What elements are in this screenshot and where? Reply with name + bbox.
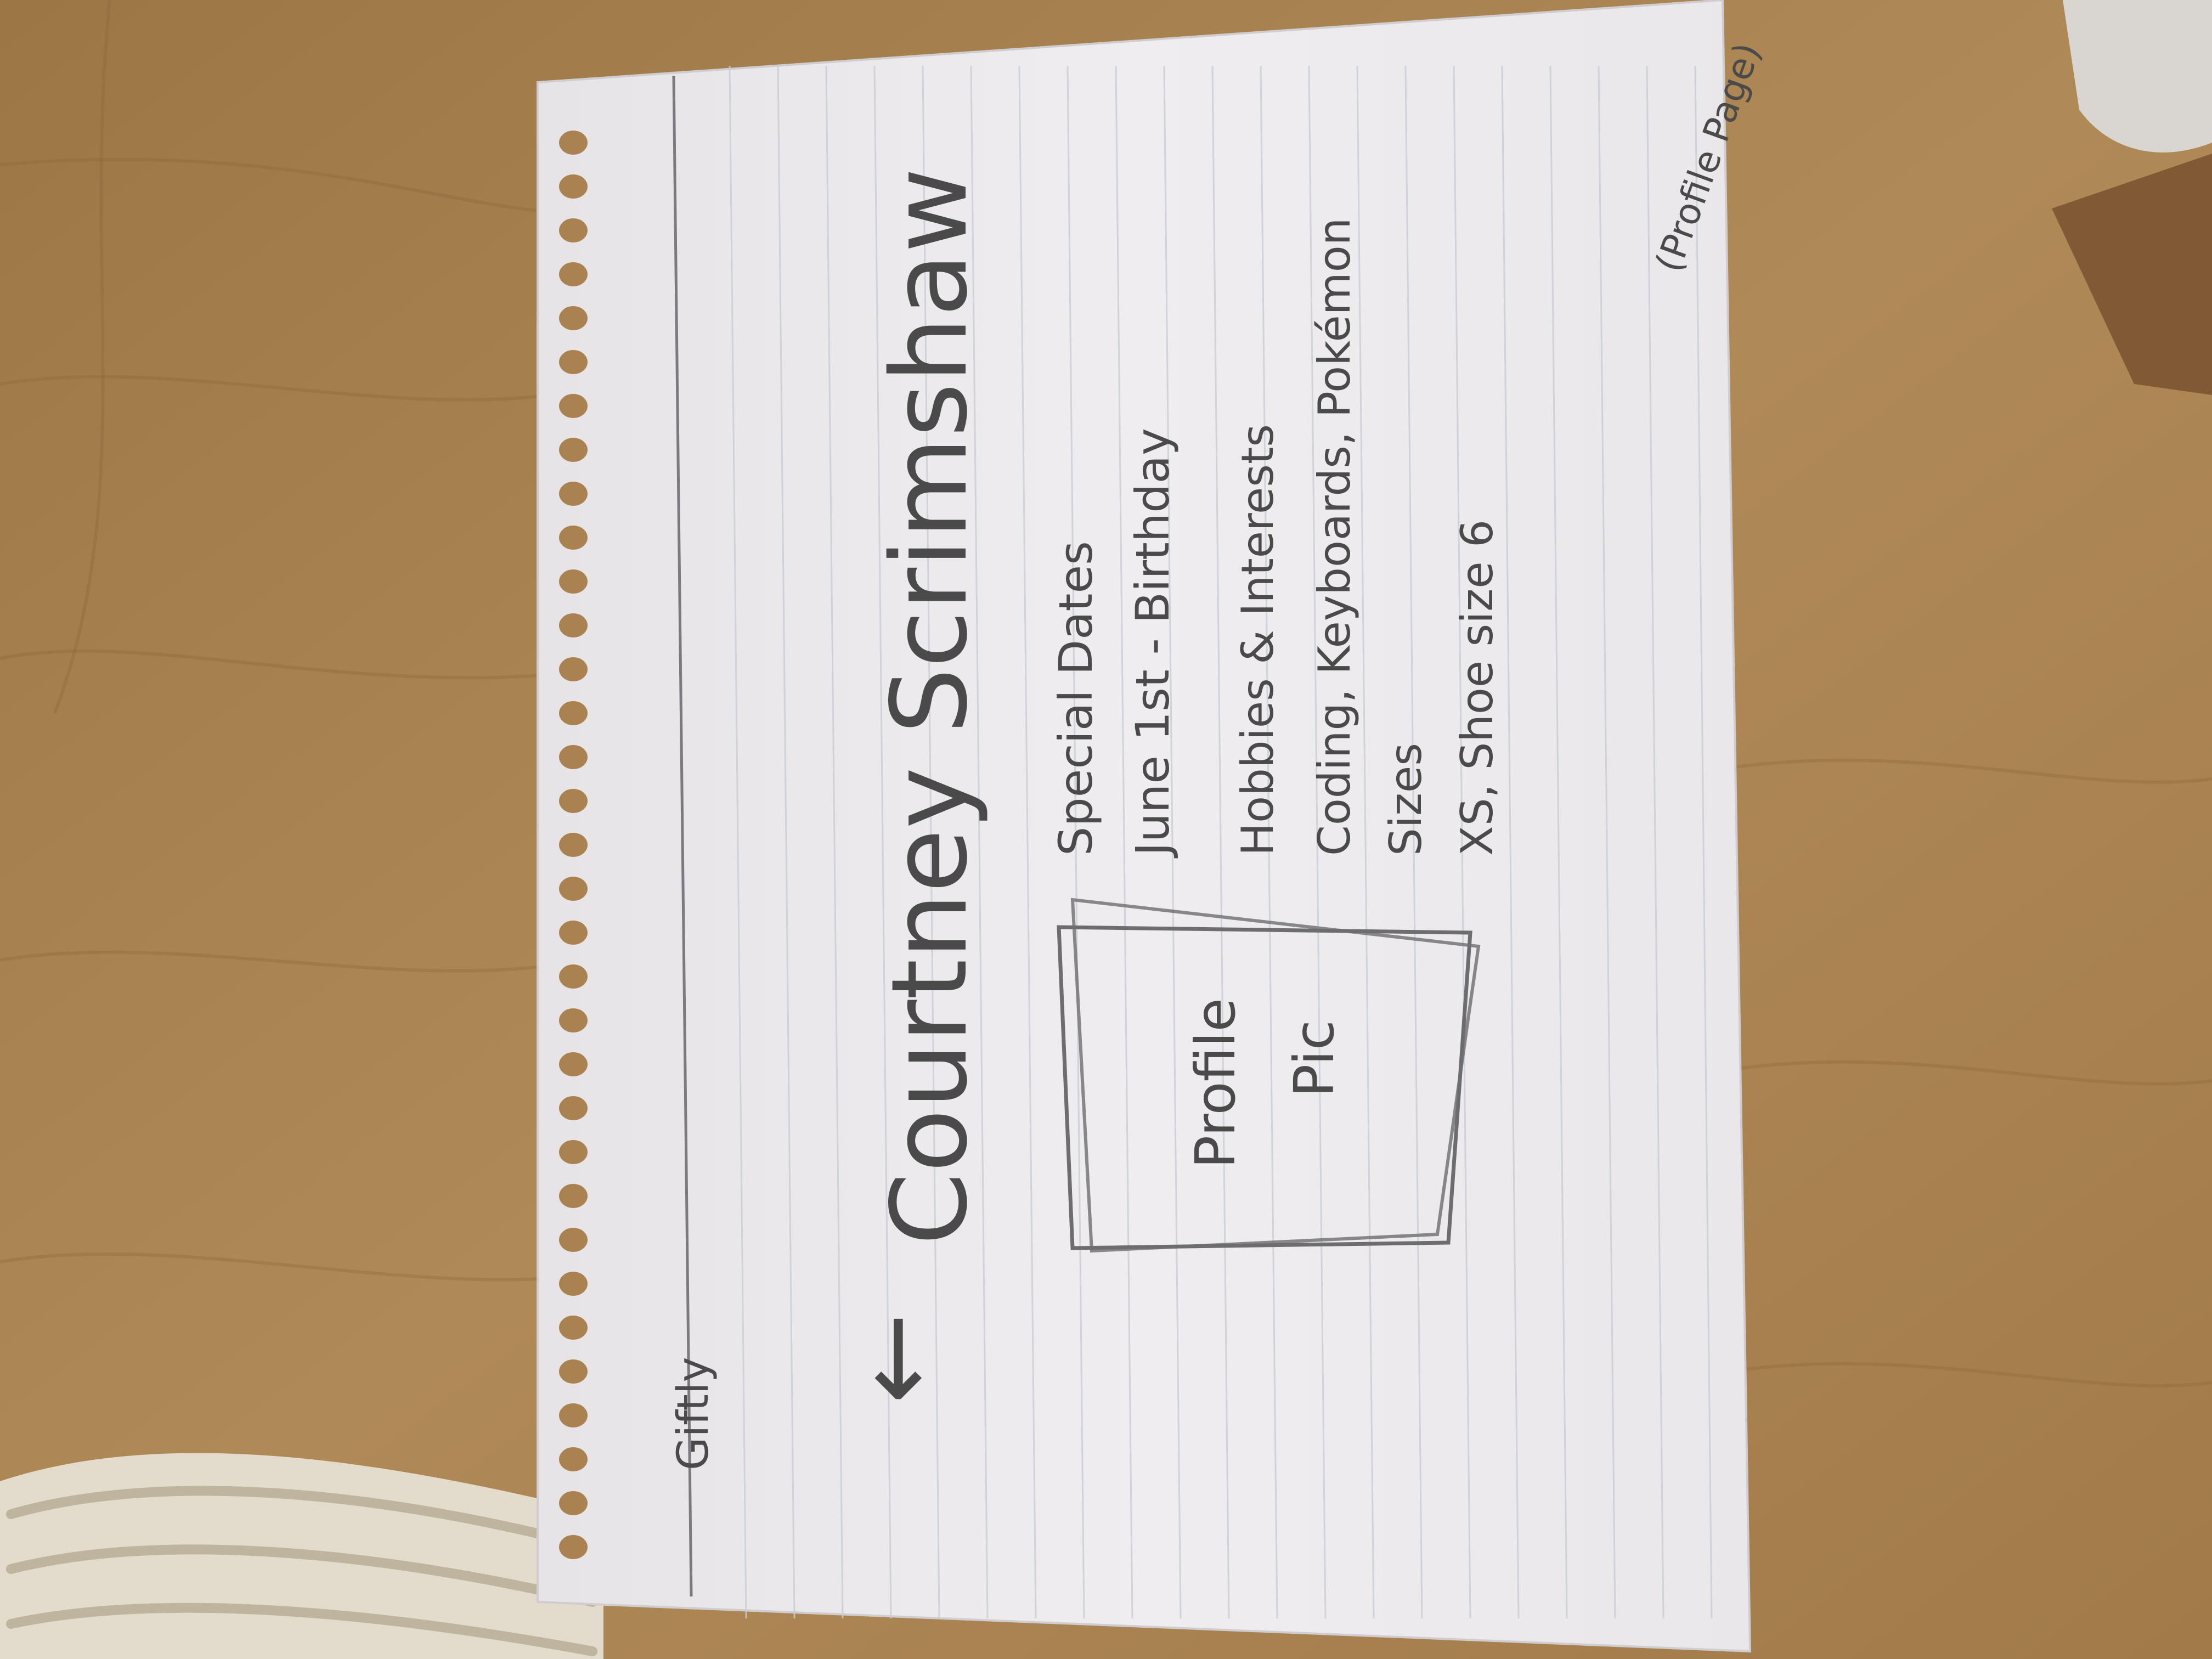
back-arrow-icon[interactable]: ←	[831, 1312, 959, 1404]
sketch-content: Giftly ← Courtney Scrimshaw Profile Pic …	[669, 37, 1769, 1470]
spiral-hole	[559, 613, 588, 637]
spiral-hole	[559, 921, 588, 945]
rule-line	[1694, 65, 1713, 1619]
spiral-hole	[559, 1052, 588, 1076]
spiral-hole	[559, 1140, 588, 1164]
rule-line	[970, 65, 989, 1619]
profile-pic-label-2: Pic	[1282, 1020, 1346, 1097]
rule-line	[825, 65, 844, 1619]
app-name: Giftly	[669, 1357, 718, 1470]
sizes-heading: Sizes	[1380, 743, 1431, 856]
spiral-hole	[559, 306, 588, 330]
spiral-hole	[559, 1359, 588, 1384]
spiral-hole	[559, 964, 588, 989]
spiral-hole	[559, 526, 588, 550]
spiral-hole	[559, 174, 588, 199]
spiral-hole	[559, 701, 588, 725]
rule-line	[1404, 65, 1423, 1619]
spiral-hole	[559, 131, 588, 155]
hobbies-item: Coding, Keyboards, Pokémon	[1309, 218, 1360, 856]
rule-line	[1598, 65, 1616, 1619]
rule-line	[1115, 65, 1133, 1619]
spiral-hole	[559, 877, 588, 901]
spiral-hole	[559, 1403, 588, 1427]
spiral-hole	[559, 745, 588, 769]
spiral-hole	[559, 482, 588, 506]
spiral-hole	[559, 1096, 588, 1120]
rule-line	[1211, 65, 1230, 1619]
chair-edge	[2052, 154, 2212, 395]
rule-line	[1308, 65, 1327, 1619]
spiral-hole	[559, 1535, 588, 1559]
hobbies-heading: Hobbies & Interests	[1232, 424, 1283, 856]
profile-name: Courtney Scrimshaw	[869, 168, 990, 1245]
profile-pic-placeholder: Profile Pic	[1057, 898, 1481, 1253]
rule-line	[1501, 65, 1520, 1619]
rule-line	[1260, 65, 1278, 1619]
fabric-corner	[2063, 0, 2212, 153]
special-dates-heading: Special Dates	[1049, 541, 1103, 856]
spiral-hole	[559, 1316, 588, 1340]
spiral-hole	[559, 657, 588, 681]
spiral-hole	[559, 1491, 588, 1515]
spiral-hole	[559, 1272, 588, 1296]
rope-basket	[0, 1453, 603, 1659]
rule-line	[922, 65, 940, 1619]
rule-line	[729, 65, 747, 1619]
spiral-hole	[559, 569, 588, 594]
rule-line	[1163, 65, 1182, 1619]
margin-line	[672, 75, 693, 1597]
spiral-hole	[559, 1447, 588, 1471]
rule-line	[1549, 65, 1568, 1619]
spiral-hole	[559, 833, 588, 857]
rule-line	[1018, 65, 1037, 1619]
spiral-hole	[559, 1008, 588, 1032]
profile-pic-label: Profile	[1183, 998, 1248, 1169]
wood-grain	[0, 0, 2212, 1386]
rule-line	[1646, 65, 1664, 1619]
spiral-hole	[559, 350, 588, 374]
spiral-hole	[559, 218, 588, 242]
rule-line	[873, 65, 892, 1619]
spiral-hole	[559, 394, 588, 418]
sizes-item: XS, Shoe size 6	[1452, 520, 1503, 856]
rule-line	[1356, 65, 1375, 1619]
spiral-hole	[559, 1184, 588, 1208]
rule-line	[1066, 65, 1085, 1619]
rule-line	[777, 65, 795, 1619]
spiral-hole	[559, 789, 588, 813]
special-dates-item: June 1st - Birthday	[1126, 428, 1180, 859]
rule-line	[1453, 65, 1471, 1619]
spiral-hole	[559, 438, 588, 462]
spiral-hole	[559, 1228, 588, 1252]
spiral-hole	[559, 262, 588, 286]
